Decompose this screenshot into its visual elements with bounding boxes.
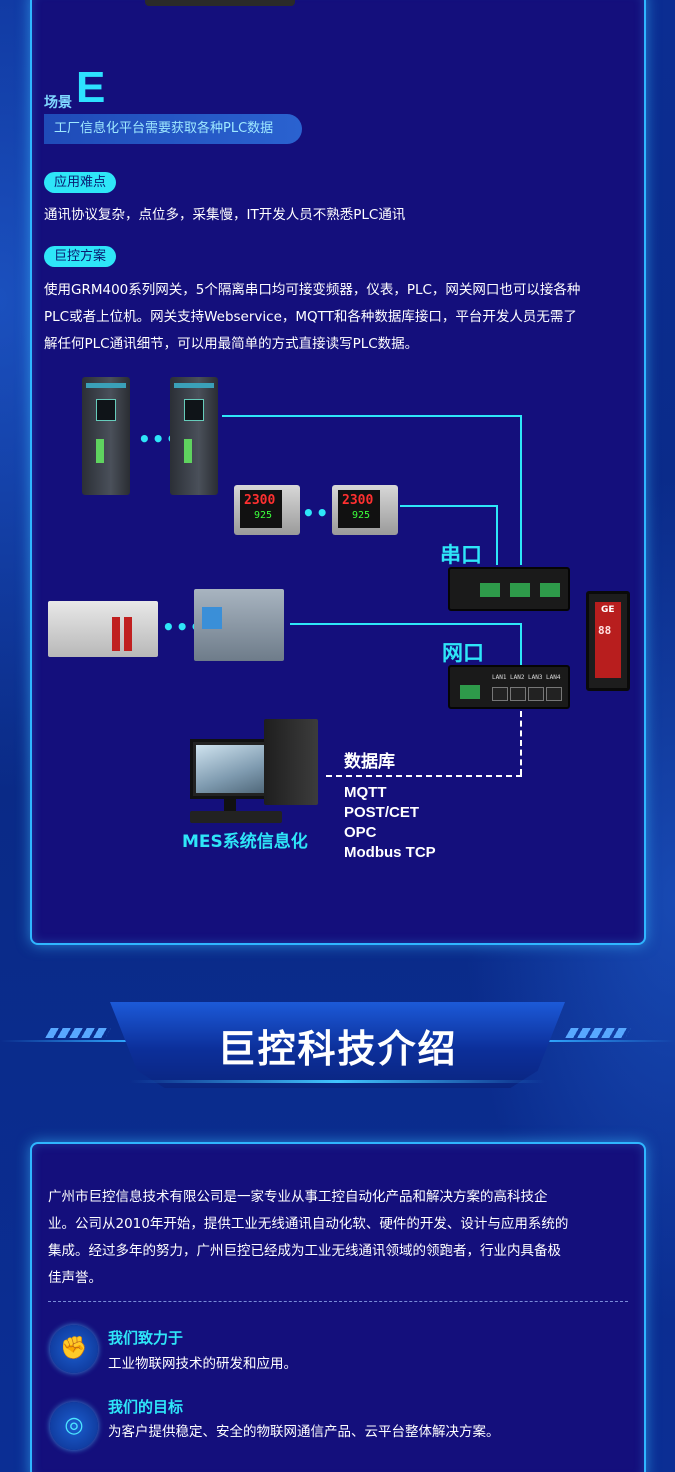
serial-port-label: 串口 <box>440 543 482 567</box>
display-panel-device: GE 88 <box>586 591 630 691</box>
network-port-label: 网口 <box>442 641 484 665</box>
vfd-device-2 <box>170 377 218 495</box>
solution-line-1: 使用GRM400系列网关，5个隔离串口均可接变频器，仪表，PLC，网关网口也可以… <box>44 282 581 298</box>
intro-line-2: 业。公司从2010年开始，提供工业无线通讯自动化软、硬件的开发、设计与应用系统的 <box>48 1216 569 1232</box>
intro-divider <box>48 1301 628 1302</box>
mes-system-label: MES系统信息化 <box>182 832 308 852</box>
meter-reading-bottom-1: 925 <box>254 510 273 521</box>
protocol-opc: OPC <box>344 824 377 841</box>
solution-line-2: PLC或者上位机。网关支持Webservice，MQTT和各种数据库接口，平台开… <box>44 309 577 325</box>
meter-device-2: 2300 925 <box>332 485 398 535</box>
plc-rack-device <box>48 601 158 657</box>
lan-port-label-4: LAN4 <box>546 674 561 681</box>
company-intro-text: 广州市巨控信息技术有限公司是一家专业从事工控自动化产品和解决方案的高科技企 业。… <box>48 1184 634 1292</box>
scene-banner: 工厂信息化平台需要获取各种PLC数据 <box>44 114 302 144</box>
lan-port-label-2: LAN2 <box>510 674 525 681</box>
plc-cpu-device <box>194 589 284 661</box>
monitor-image <box>190 739 270 799</box>
section-title-bar <box>110 1002 565 1088</box>
fist-icon: ✊ <box>50 1325 98 1373</box>
gateway-serial-device <box>448 567 570 611</box>
meter-reading-bottom-2: 925 <box>352 510 371 521</box>
display-brand: GE <box>601 605 615 615</box>
top-device-image <box>145 0 295 6</box>
intro-line-1: 广州市巨控信息技术有限公司是一家专业从事工控自动化产品和解决方案的高科技企 <box>48 1189 548 1205</box>
goal-title-1: 我们致力于 <box>108 1329 184 1347</box>
meter-reading-top-2: 2300 <box>342 493 374 508</box>
intro-line-3: 集成。经过多年的努力，广州巨控已经成为工业无线通讯领域的领跑者，行业内具备极 <box>48 1243 561 1259</box>
intro-line-4: 佳声誉。 <box>48 1270 102 1286</box>
difficulty-text: 通讯协议复杂，点位多，采集慢，IT开发人员不熟悉PLC通讯 <box>44 207 406 223</box>
scene-letter: E <box>76 63 106 112</box>
keyboard-image <box>190 811 282 823</box>
pc-tower-image <box>264 719 318 805</box>
database-label: 数据库 <box>344 752 395 772</box>
meter-device-1: 2300 925 <box>234 485 300 535</box>
solution-line-3: 解任何PLC通讯细节，可以用最简单的方式直接读写PLC数据。 <box>44 336 419 352</box>
protocol-modbus-tcp: Modbus TCP <box>344 844 436 861</box>
display-value: 88 <box>598 624 612 637</box>
solution-pill: 巨控方案 <box>44 246 117 267</box>
gateway-lan-device: LAN1 LAN2 LAN3 LAN4 <box>448 665 570 709</box>
protocol-post-cet: POST/CET <box>344 804 420 821</box>
vfd-device-1 <box>82 377 130 495</box>
company-intro-panel <box>30 1142 646 1472</box>
lan-port-label-3: LAN3 <box>528 674 543 681</box>
lan-port-label-1: LAN1 <box>492 674 507 681</box>
scene-label: 场景 <box>44 95 72 111</box>
difficulty-pill: 应用难点 <box>44 172 117 193</box>
section-title: 巨控科技介绍 <box>217 1027 458 1071</box>
goal-desc-1: 工业物联网技术的研发和应用。 <box>108 1356 297 1372</box>
network-diagram: ••• 2300 925 ••• 2300 925 ••• 串口 网口 <box>40 365 640 885</box>
section-header: 巨控科技介绍 <box>0 988 675 1108</box>
protocol-mqtt: MQTT <box>344 784 387 801</box>
target-icon: ◎ <box>50 1402 98 1450</box>
meter-reading-top-1: 2300 <box>244 493 276 508</box>
goal-title-2: 我们的目标 <box>108 1398 184 1416</box>
goal-desc-2: 为客户提供稳定、安全的物联网通信产品、云平台整体解决方案。 <box>108 1424 500 1440</box>
scene-panel <box>30 0 646 945</box>
